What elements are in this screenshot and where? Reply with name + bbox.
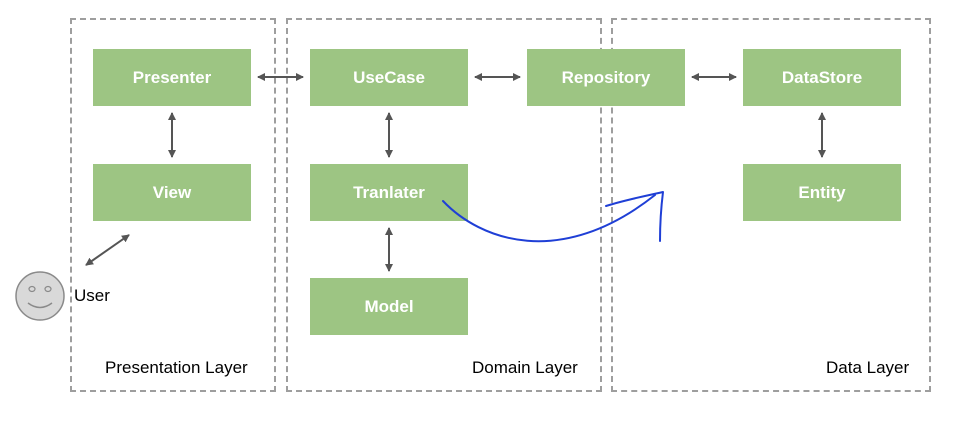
- repository-box: Repository: [527, 49, 685, 106]
- domain-layer-label: Domain Layer: [472, 358, 578, 377]
- tranlater-box: Tranlater: [310, 164, 468, 221]
- datastore-box: DataStore: [743, 49, 901, 106]
- hand-drawn-arrowhead: [605, 191, 664, 242]
- arrow-user-view: [85, 234, 130, 266]
- data-layer-label: Data Layer: [826, 358, 910, 377]
- model-box: Model: [310, 278, 468, 335]
- hand-drawn-curve: [442, 194, 656, 243]
- domain-layer: [286, 18, 602, 392]
- presenter-box: Presenter: [93, 49, 251, 106]
- presentation-layer-label: Presentation Layer: [105, 358, 248, 377]
- view-box: View: [93, 164, 251, 221]
- user-label: User: [74, 286, 110, 305]
- entity-box: Entity: [743, 164, 901, 221]
- smiley-face-icon: [15, 271, 65, 321]
- presentation-layer: [70, 18, 276, 392]
- usecase-box: UseCase: [310, 49, 468, 106]
